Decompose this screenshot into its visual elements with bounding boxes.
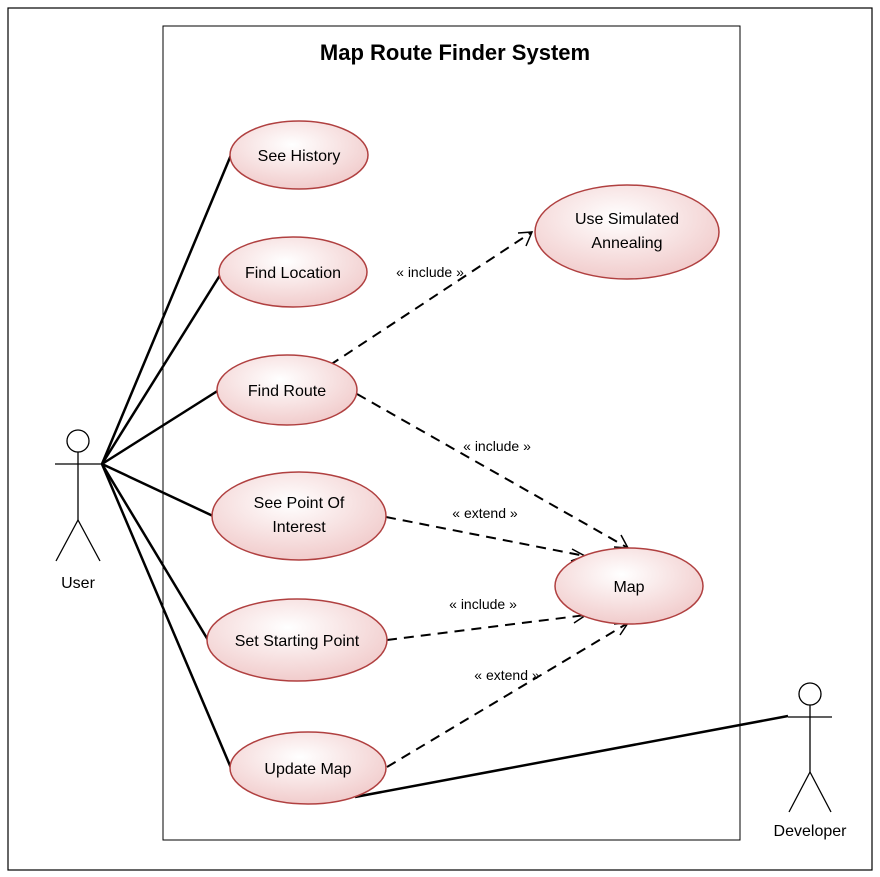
dep-route-annealing-arrowhead: [517, 231, 534, 247]
assoc-user-find-route: [101, 388, 220, 466]
use-case-label: See History: [258, 148, 341, 165]
label-route-annealing: « include »: [396, 264, 464, 280]
use-case-label: Find Route: [248, 383, 326, 400]
use-case-label: Map: [613, 579, 644, 596]
actor-user-label: User: [61, 575, 95, 592]
use-case-label: Use Simulated: [575, 211, 679, 228]
actor-developer[interactable]: Developer: [774, 682, 848, 840]
assoc-user-see-poi: [101, 462, 214, 518]
actor-developer-label: Developer: [774, 823, 848, 840]
system-title: Map Route Finder System: [320, 40, 590, 65]
use-case-find-route[interactable]: Find Route: [216, 354, 358, 426]
dep-update-map: [386, 622, 629, 768]
actor-user[interactable]: User: [55, 429, 102, 592]
use-case-label: Update Map: [264, 761, 351, 778]
use-case-find-location[interactable]: Find Location: [218, 236, 368, 308]
label-route-map: « include »: [463, 438, 531, 454]
assoc-developer-update-map: [354, 714, 789, 799]
use-case-label: Interest: [272, 519, 326, 536]
use-case-label: See Point Of: [254, 495, 345, 512]
dep-route-annealing: [329, 231, 533, 366]
label-start-map: « include »: [449, 596, 517, 612]
use-case-see-history[interactable]: See History: [229, 120, 369, 190]
dep-route-map: [356, 393, 629, 549]
use-case-use-simulated-annealing[interactable]: Use Simulated Annealing: [534, 184, 720, 280]
assoc-user-see-history: [100, 154, 233, 465]
assoc-user-find-location: [100, 271, 224, 465]
use-case-set-starting-point[interactable]: Set Starting Point: [206, 598, 388, 682]
label-poi-map: « extend »: [452, 505, 518, 521]
use-case-label: Annealing: [591, 235, 662, 252]
use-case-see-point-of-interest[interactable]: See Point Of Interest: [211, 471, 387, 561]
use-case-label: Find Location: [245, 265, 341, 282]
label-update-map: « extend »: [474, 667, 540, 683]
assoc-user-update-map: [100, 463, 233, 769]
assoc-user-set-start: [100, 463, 210, 641]
use-case-label: Set Starting Point: [235, 633, 360, 650]
use-case-map[interactable]: Map: [554, 547, 704, 625]
use-case-update-map[interactable]: Update Map: [229, 731, 387, 805]
